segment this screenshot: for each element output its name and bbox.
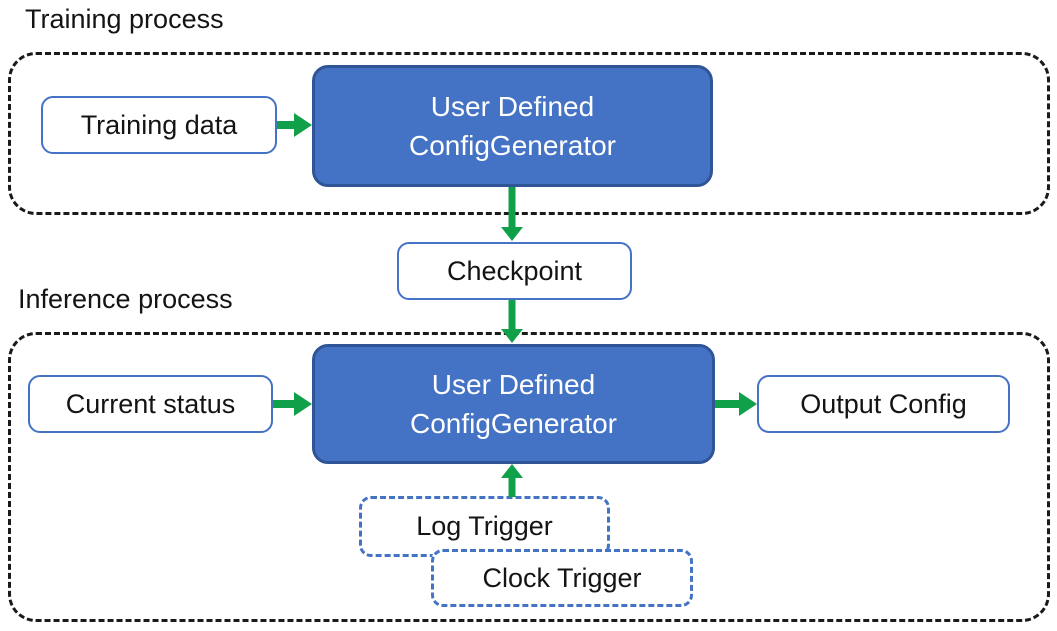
training-config-generator-box: User Defined ConfigGenerator [312, 65, 713, 187]
clock-trigger-box: Clock Trigger [431, 549, 693, 607]
inference-config-generator-line1: User Defined [431, 369, 596, 400]
arrow-log-trigger-to-generator-icon [501, 464, 523, 497]
inference-process-title: Inference process [18, 284, 233, 314]
log-trigger-label: Log Trigger [416, 511, 553, 541]
arrow-generator-to-output-config-icon [715, 392, 757, 416]
inference-config-generator-line2: ConfigGenerator [409, 408, 617, 439]
arrow-current-status-to-generator-icon [273, 392, 312, 416]
inference-config-generator-box: User Defined ConfigGenerator [312, 344, 715, 464]
training-config-generator-line2: ConfigGenerator [408, 130, 616, 161]
training-process-container [8, 52, 1050, 215]
inference-process-container [8, 332, 1050, 622]
training-data-label: Training data [80, 109, 238, 140]
checkpoint-box: Checkpoint [397, 242, 632, 300]
checkpoint-label: Checkpoint [446, 255, 583, 286]
training-config-generator-line1: User Defined [430, 91, 595, 122]
current-status-box: Current status [28, 375, 273, 433]
arrow-generator-to-checkpoint-icon [501, 187, 523, 241]
arrow-checkpoint-to-generator-icon [501, 300, 523, 343]
log-trigger-box: Log Trigger [359, 496, 610, 557]
output-config-label: Output Config [800, 388, 967, 419]
clock-trigger-label: Clock Trigger [482, 562, 642, 593]
current-status-label: Current status [65, 388, 236, 419]
training-data-box: Training data [41, 96, 277, 154]
arrow-training-data-to-generator-icon [277, 113, 312, 137]
training-process-title: Training process [25, 4, 224, 34]
output-config-box: Output Config [757, 375, 1010, 433]
